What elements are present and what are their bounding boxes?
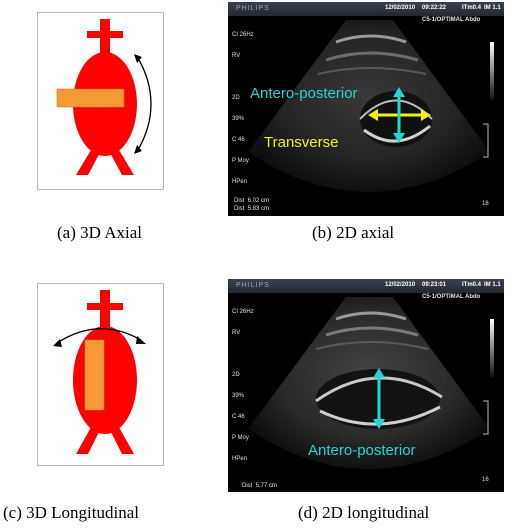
aneurysm-body xyxy=(73,326,137,434)
rotation-arrow-head-right xyxy=(136,336,146,344)
info-line: HPen xyxy=(232,456,254,463)
rotation-arrow-head-bottom xyxy=(134,145,142,154)
probe-horizontal xyxy=(57,89,124,107)
info-line: P Moy xyxy=(232,435,254,442)
measurement-1: Dist 6.02 cm xyxy=(234,198,269,205)
gray-scale-bar xyxy=(490,319,494,377)
aneurysm-longitudinal-sketch xyxy=(38,284,163,465)
header-tim: ITm0.4 xyxy=(462,282,481,289)
info-line: RV xyxy=(232,330,254,337)
info-line: CI 26Hz xyxy=(232,309,254,316)
label-antero-posterior: Antero-posterior xyxy=(250,85,358,102)
header-time: 09:23:01 xyxy=(422,282,446,289)
info-line: HPen xyxy=(232,179,254,186)
info-line xyxy=(232,74,254,81)
aneurysm-axial-sketch xyxy=(38,13,163,189)
header-date: 12/02/2010 xyxy=(385,282,415,289)
header-time: 09:22:22 xyxy=(422,5,446,12)
caption-b: (b) 2D axial xyxy=(312,223,394,243)
panel-b-2d-axial: PHILIPS xyxy=(228,2,504,216)
info-line: CI 26Hz xyxy=(232,32,254,39)
depth-value: 16 xyxy=(482,477,489,484)
header-tim: ITm0.4 xyxy=(462,5,481,12)
ultrasound-image-axial xyxy=(228,2,504,216)
info-line: C 46 xyxy=(232,137,254,144)
header-date: 12/02/2010 xyxy=(385,5,415,12)
measurement-1: Dist 5.77 cm xyxy=(242,483,277,490)
probe-vertical xyxy=(85,340,104,410)
probe-preset: C5-1/OPTIMAL Abdo xyxy=(422,17,480,24)
info-line: 39% xyxy=(232,393,254,400)
info-line: 2D xyxy=(232,372,254,379)
info-line: RV xyxy=(232,53,254,60)
label-transverse: Transverse xyxy=(264,134,338,151)
vessel-top-stem xyxy=(100,290,110,332)
probe-preset: C5-1/OPTIMAL Abdo xyxy=(422,294,480,301)
rotation-arrow xyxy=(138,58,151,150)
label-antero-posterior: Antero-posterior xyxy=(308,442,416,459)
header-im: IM 1.1 xyxy=(484,282,501,289)
measurement-2: Dist 5.83 cm xyxy=(234,206,269,213)
info-line: P Moy xyxy=(232,158,254,165)
rotation-arrow-head-top xyxy=(134,54,142,63)
panel-d-2d-longitudinal: PHILIPS 12/02/2010 09:23:01 ITm0 xyxy=(228,279,504,492)
header-im: IM 1.1 xyxy=(484,5,501,12)
panel-c-3d-longitudinal xyxy=(37,283,164,466)
caption-a: (a) 3D Axial xyxy=(57,223,142,243)
caption-d: (d) 2D longitudinal xyxy=(298,503,429,523)
ultrasound-image-longitudinal xyxy=(228,279,504,492)
info-line: 39% xyxy=(232,116,254,123)
panel-a-3d-axial xyxy=(37,12,164,190)
left-info: CI 26Hz RV 2D 39% C 46 P Moy HPen xyxy=(232,295,254,477)
info-line xyxy=(232,351,254,358)
gray-scale-bar xyxy=(490,42,494,100)
depth-value: 16 xyxy=(482,201,489,208)
info-line: C 46 xyxy=(232,414,254,421)
left-info: CI 26Hz RV 2D 39% C 46 P Moy HPen xyxy=(232,18,254,200)
caption-c: (c) 3D Longitudinal xyxy=(3,503,139,523)
